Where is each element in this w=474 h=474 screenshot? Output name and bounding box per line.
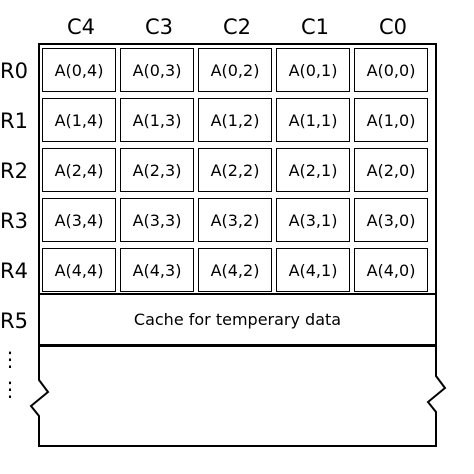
matrix-cell: A(0,3) <box>120 48 194 92</box>
row-label-r4: R4 <box>0 259 28 283</box>
matrix-cell: A(3,4) <box>42 198 116 242</box>
row-label-r3: R3 <box>0 209 28 233</box>
row-label-r1: R1 <box>0 109 28 133</box>
matrix-cell: A(1,4) <box>42 98 116 142</box>
matrix-cell: A(4,0) <box>354 248 428 292</box>
matrix-cell: A(2,3) <box>120 148 194 192</box>
left-break-mark <box>29 346 50 446</box>
matrix-cell: A(3,0) <box>354 198 428 242</box>
matrix-cell: A(2,4) <box>42 148 116 192</box>
column-label-c2: C2 <box>222 15 252 39</box>
matrix-grid: A(0,4) A(0,3) A(0,2) A(0,1) A(0,0) A(1,4… <box>38 43 437 295</box>
matrix-cell: A(0,4) <box>42 48 116 92</box>
matrix-cell: A(3,2) <box>198 198 272 242</box>
column-label-c0: C0 <box>378 15 408 39</box>
matrix-cell: A(4,1) <box>276 248 350 292</box>
matrix-cell: A(2,1) <box>276 148 350 192</box>
matrix-cell: A(4,2) <box>198 248 272 292</box>
row-label-r2: R2 <box>0 159 28 183</box>
row-label-r0: R0 <box>0 59 28 83</box>
vertical-ellipsis-icon: ⋮ <box>0 377 20 401</box>
matrix-cell: A(3,1) <box>276 198 350 242</box>
matrix-cell: A(1,0) <box>354 98 428 142</box>
matrix-cell: A(1,1) <box>276 98 350 142</box>
matrix-cell: A(2,2) <box>198 148 272 192</box>
column-label-c1: C1 <box>300 15 330 39</box>
matrix-cell: A(0,0) <box>354 48 428 92</box>
right-break-mark <box>426 346 447 446</box>
matrix-cell: A(4,3) <box>120 248 194 292</box>
matrix-cell: A(1,2) <box>198 98 272 142</box>
matrix-cell: A(2,0) <box>354 148 428 192</box>
matrix-cell: A(4,4) <box>42 248 116 292</box>
matrix-cell: A(1,3) <box>120 98 194 142</box>
cache-row-label: Cache for temperary data <box>133 310 342 329</box>
matrix-cell: A(0,2) <box>198 48 272 92</box>
matrix-cell: A(3,3) <box>120 198 194 242</box>
vertical-ellipsis-icon: ⋮ <box>0 347 20 371</box>
column-label-c3: C3 <box>144 15 174 39</box>
matrix-cell: A(0,1) <box>276 48 350 92</box>
row-label-r5: R5 <box>0 309 28 333</box>
column-label-c4: C4 <box>66 15 96 39</box>
